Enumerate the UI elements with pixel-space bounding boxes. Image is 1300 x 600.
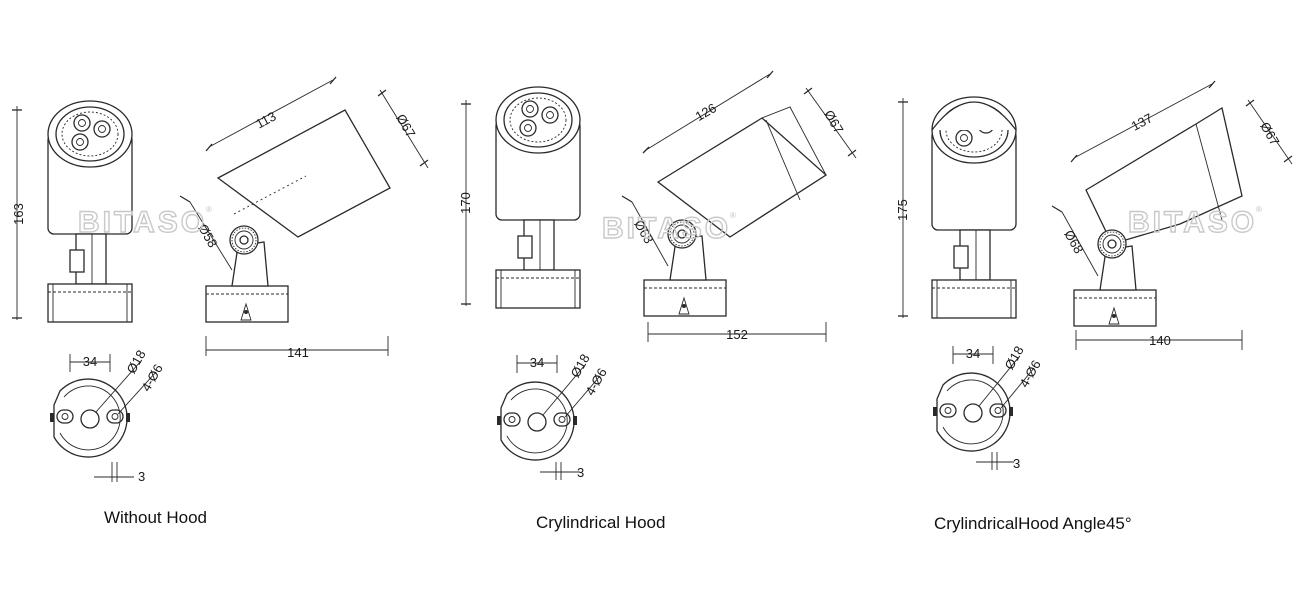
base-plate-1 bbox=[49, 378, 131, 458]
arm-diameter-label-3: Ø68 bbox=[1061, 227, 1086, 256]
height-label-2: 170 bbox=[458, 192, 473, 214]
length-label-1: 141 bbox=[287, 345, 309, 360]
gap-label-2: 3 bbox=[577, 465, 584, 480]
base-width-label-3: 34 bbox=[966, 346, 980, 361]
panel-crylindrical-hood: 170 126 Ø67 Ø68 152 34 Ø18 bbox=[458, 70, 857, 480]
base-width-label-2: 34 bbox=[530, 355, 544, 370]
side-view-fixture-1 bbox=[179, 76, 429, 356]
diameter-label-2: Ø67 bbox=[821, 107, 846, 136]
holes-label-1: 4-Ø6 bbox=[138, 361, 165, 394]
front-view-fixture-3 bbox=[931, 96, 1017, 319]
svg-text:®: ® bbox=[730, 211, 736, 220]
diameter-label-3: Ø67 bbox=[1257, 119, 1282, 148]
base-plate-3 bbox=[932, 372, 1014, 452]
gap-label-1: 3 bbox=[138, 469, 145, 484]
hole-label-1: Ø18 bbox=[123, 347, 148, 376]
holes-label-3: 4-Ø6 bbox=[1016, 357, 1043, 390]
watermark-1: BITASO bbox=[78, 206, 207, 239]
panel-without-hood: 163 113 Ø67 Ø58 141 34 Ø18 bbox=[11, 76, 429, 484]
height-label-1: 163 bbox=[11, 203, 26, 225]
base-width-label-1: 34 bbox=[83, 354, 97, 369]
gap-label-3: 3 bbox=[1013, 456, 1020, 471]
body-length-label-1: 113 bbox=[253, 109, 278, 132]
svg-text:®: ® bbox=[206, 205, 212, 214]
side-view-fixture-3 bbox=[1051, 80, 1293, 350]
hole-label-3: Ø18 bbox=[1001, 343, 1026, 372]
base-plate-2 bbox=[496, 381, 578, 461]
caption-crylindrical-hood: Crylindrical Hood bbox=[536, 513, 666, 532]
hole-label-2: Ø18 bbox=[567, 351, 592, 380]
svg-text:®: ® bbox=[1256, 205, 1262, 214]
length-label-3: 140 bbox=[1149, 333, 1171, 348]
caption-hood-angle45: CrylindricalHood Angle45° bbox=[934, 514, 1132, 533]
body-length-label-3: 137 bbox=[1129, 110, 1155, 133]
caption-without-hood: Without Hood bbox=[104, 508, 207, 527]
length-label-2: 152 bbox=[726, 327, 748, 342]
diameter-label-1: Ø67 bbox=[393, 111, 418, 140]
height-label-3: 175 bbox=[895, 199, 910, 221]
watermark-3: BITASO bbox=[1128, 206, 1257, 239]
panel-hood-angle45: 175 137 Ø67 Ø68 140 34 Ø18 4-Ø6 bbox=[895, 80, 1293, 471]
holes-label-2: 4-Ø6 bbox=[582, 365, 609, 398]
side-view-fixture-2 bbox=[621, 70, 857, 342]
body-length-label-2: 126 bbox=[693, 100, 719, 124]
front-view-fixture-2 bbox=[495, 86, 581, 309]
watermark-2: BITASO bbox=[602, 212, 731, 245]
